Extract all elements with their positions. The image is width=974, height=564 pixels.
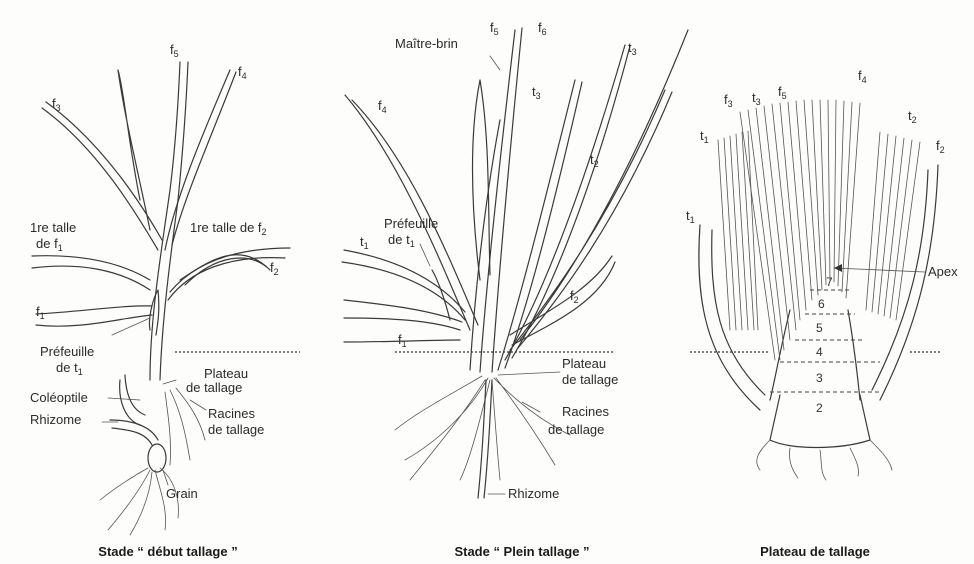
label-t1: t1 — [360, 234, 369, 251]
node-3: 3 — [816, 371, 823, 385]
node-7: 7 — [826, 275, 833, 289]
grain — [148, 444, 166, 472]
tiller-t1 — [342, 250, 465, 320]
label-t3: t3 — [752, 90, 761, 107]
talle-f1 — [32, 256, 150, 290]
label-apex: Apex — [928, 264, 958, 279]
coleoptile — [120, 375, 145, 425]
seminal-roots — [100, 468, 178, 535]
label-f6: f6 — [538, 20, 547, 37]
panel-debut-tallage: f5 f4 f3 1re talle de f1 1re talle de f2… — [30, 42, 300, 559]
label-prefeuille-b: de t1 — [56, 360, 83, 377]
label-coleoptile: Coléoptile — [30, 390, 88, 405]
tiller-t3 — [498, 80, 582, 370]
apex-arrowhead — [834, 264, 842, 272]
rhizome — [478, 380, 492, 498]
label-plateau-b: de tallage — [562, 372, 618, 387]
tiller-bundle-t1 — [718, 131, 758, 330]
tiller-t2 — [510, 30, 688, 350]
label-talle2: 1re talle de f2 — [190, 220, 267, 237]
leaf-f2 — [510, 256, 615, 345]
label-f2: f2 — [270, 260, 279, 277]
label-racines-b: de tallage — [208, 422, 264, 437]
leaf-f4 — [345, 95, 478, 330]
node-2: 2 — [816, 401, 823, 415]
label-f5: f5 — [778, 84, 787, 101]
label-racines-a: Racines — [208, 406, 255, 421]
crown-roots — [395, 376, 570, 480]
label-maitre-brin: Maître-brin — [395, 36, 458, 51]
label-plateau-b: de tallage — [186, 380, 242, 395]
leaf-f1 — [36, 306, 152, 326]
label-racines-b: de tallage — [548, 422, 604, 437]
node-4: 4 — [816, 345, 823, 359]
label-t2: t2 — [908, 108, 917, 125]
tiller-bundle-t2 — [866, 132, 920, 320]
label-racines-a: Racines — [562, 404, 609, 419]
leaf-f1-upper — [344, 300, 462, 330]
caption-debut-tallage: Stade “ début tallage ” — [98, 544, 237, 559]
label-f4: f4 — [378, 98, 387, 115]
label-prefeuille-a: Préfeuille — [384, 216, 438, 231]
label-plateau-a: Plateau — [204, 366, 248, 381]
label-f4: f4 — [238, 64, 247, 81]
label-rhizome: Rhizome — [508, 486, 559, 501]
label-f3: f3 — [724, 92, 733, 109]
node-6: 6 — [818, 297, 825, 311]
panel-plateau-tallage: f3 t3 f5 f4 t1 t2 f2 t1 Apex 7 6 5 4 3 2… — [686, 68, 958, 559]
label-grain: Grain — [166, 486, 198, 501]
label-f5: f5 — [490, 20, 499, 37]
caption-plein-tallage: Stade “ Plein tallage ” — [454, 544, 589, 559]
panel-plein-tallage: Maître-brin f5 f6 t3 t3 f4 t2 Préfeuille… — [342, 20, 688, 559]
label-rhizome: Rhizome — [30, 412, 81, 427]
label-f2: f2 — [936, 138, 945, 155]
label-talle1-a: 1re talle — [30, 220, 76, 235]
crown-roots — [165, 388, 205, 465]
label-t3: t3 — [532, 84, 541, 101]
label-f1: f1 — [398, 332, 407, 349]
label-f1: f1 — [36, 304, 45, 321]
label-f2: f2 — [570, 288, 579, 305]
label-r3: t3 — [628, 40, 637, 57]
node-5: 5 — [816, 321, 823, 335]
sheath-left — [699, 225, 765, 410]
label-f3: f3 — [52, 96, 61, 113]
label-prefeuille-b: de t1 — [388, 232, 415, 249]
label-f4: f4 — [858, 68, 867, 85]
label-prefeuille-a: Préfeuille — [40, 344, 94, 359]
caption-plateau-tallage: Plateau de tallage — [760, 544, 870, 559]
label-plateau-a: Plateau — [562, 356, 606, 371]
crown-roots — [757, 440, 892, 480]
label-t1-top: t1 — [700, 128, 709, 145]
main-tiller — [470, 28, 522, 372]
label-f5: f5 — [170, 42, 179, 59]
rhizome — [110, 420, 158, 445]
plateau-cone — [770, 310, 860, 400]
leaf-upper — [118, 70, 150, 230]
label-t1-side: t1 — [686, 208, 695, 225]
label-talle1-b: de f1 — [36, 236, 63, 253]
tiller-bundle-center — [740, 100, 860, 360]
label-t2: t2 — [590, 152, 599, 169]
